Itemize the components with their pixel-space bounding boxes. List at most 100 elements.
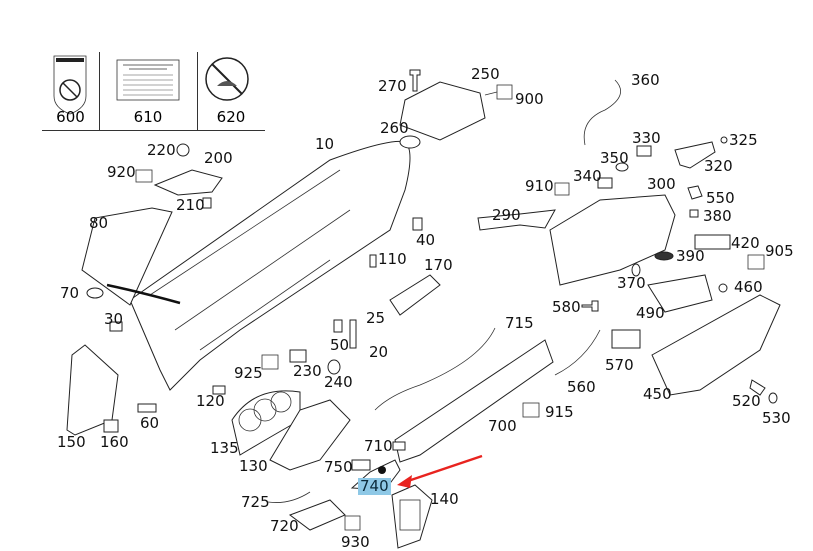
part-325	[720, 136, 728, 144]
highlight-arrow-head	[397, 475, 412, 488]
flag-920	[135, 169, 153, 183]
part-label-350[interactable]: 350	[600, 149, 629, 167]
part-label-40[interactable]: 40	[416, 231, 436, 249]
part-label-720[interactable]: 720	[270, 517, 299, 535]
part-label-210[interactable]: 210	[176, 196, 205, 214]
part-label-140[interactable]: 140	[430, 490, 459, 508]
part-label-135[interactable]: 135	[210, 439, 239, 457]
part-label-700[interactable]: 700	[488, 417, 517, 435]
part-390	[654, 251, 674, 261]
part-label-900[interactable]: 900	[515, 90, 544, 108]
part-label-340[interactable]: 340	[573, 167, 602, 185]
part-370	[631, 263, 641, 277]
part-label-120[interactable]: 120	[196, 392, 225, 410]
highlight-arrow	[404, 454, 483, 484]
part-label-60[interactable]: 60	[140, 414, 160, 432]
part-label-740-highlighted[interactable]: 740	[358, 477, 391, 495]
part-60	[137, 403, 157, 413]
part-label-260[interactable]: 260	[380, 119, 409, 137]
screw-part-110	[369, 254, 377, 268]
part-label-10[interactable]: 10	[315, 135, 335, 153]
part-label-570[interactable]: 570	[605, 356, 634, 374]
part-290	[477, 209, 556, 231]
flag-900	[496, 84, 513, 100]
part-420	[694, 234, 731, 250]
part-720	[288, 499, 346, 531]
part-label-460[interactable]: 460	[734, 278, 763, 296]
part-label-200[interactable]: 200	[204, 149, 233, 167]
sticker-600[interactable]: 600	[42, 52, 100, 130]
sticker-number: 600	[56, 108, 85, 126]
part-label-380[interactable]: 380	[703, 207, 732, 225]
part-label-330[interactable]: 330	[632, 129, 661, 147]
part-label-110[interactable]: 110	[378, 250, 407, 268]
part-label-70[interactable]: 70	[60, 284, 80, 302]
part-560	[554, 329, 601, 376]
part-label-360[interactable]: 360	[631, 71, 660, 89]
display-part-250	[399, 81, 486, 141]
flag-905	[747, 254, 765, 270]
part-150	[66, 344, 119, 436]
part-200	[153, 169, 223, 196]
part-label-715[interactable]: 715	[505, 314, 534, 332]
part-120	[212, 385, 226, 395]
part-label-550[interactable]: 550	[706, 189, 735, 207]
part-label-320[interactable]: 320	[704, 157, 733, 175]
part-label-520[interactable]: 520	[732, 392, 761, 410]
part-label-725[interactable]: 725	[241, 493, 270, 511]
part-label-490[interactable]: 490	[636, 304, 665, 322]
part-label-420[interactable]: 420	[731, 234, 760, 252]
part-240	[327, 359, 341, 375]
part-340	[597, 177, 613, 189]
part-label-170[interactable]: 170	[424, 256, 453, 274]
flag-925	[261, 354, 279, 370]
part-350	[615, 162, 629, 172]
part-label-50[interactable]: 50	[330, 336, 350, 354]
part-label-130[interactable]: 130	[239, 457, 268, 475]
part-label-230[interactable]: 230	[293, 362, 322, 380]
sticker-610[interactable]: 610	[99, 52, 198, 130]
sticker-620[interactable]: 620	[197, 52, 265, 130]
part-580	[581, 300, 599, 312]
part-label-370[interactable]: 370	[617, 274, 646, 292]
part-380	[689, 209, 699, 218]
part-label-290[interactable]: 290	[492, 206, 521, 224]
part-330	[636, 145, 652, 157]
sticker-number: 610	[133, 108, 163, 126]
part-label-750[interactable]: 750	[324, 458, 353, 476]
part-label-250[interactable]: 250	[471, 65, 500, 83]
part-30	[109, 321, 123, 332]
part-label-530[interactable]: 530	[762, 409, 791, 427]
part-label-920[interactable]: 920	[107, 163, 136, 181]
part-label-710[interactable]: 710	[364, 437, 393, 455]
part-label-30[interactable]: 30	[104, 310, 124, 328]
part-170	[389, 274, 441, 316]
part-210	[202, 197, 212, 209]
part-260	[399, 135, 421, 149]
part-label-240[interactable]: 240	[324, 373, 353, 391]
part-label-25[interactable]: 25	[366, 309, 386, 327]
part-label-150[interactable]: 150	[57, 433, 86, 451]
part-label-905[interactable]: 905	[765, 242, 794, 260]
part-label-325[interactable]: 325	[729, 131, 758, 149]
part-label-930[interactable]: 930	[341, 533, 370, 551]
part-label-580[interactable]: 580	[552, 298, 581, 316]
part-label-450[interactable]: 450	[643, 385, 672, 403]
part-label-20[interactable]: 20	[369, 343, 389, 361]
part-50	[333, 319, 343, 333]
part-label-270[interactable]: 270	[378, 77, 407, 95]
part-label-80[interactable]: 80	[89, 214, 109, 232]
actuator-part-320	[674, 141, 716, 169]
part-label-925[interactable]: 925	[234, 364, 263, 382]
flag-915	[522, 402, 540, 418]
part-520	[749, 379, 766, 396]
part-label-220[interactable]: 220	[147, 141, 176, 159]
harness-part-360	[583, 79, 622, 146]
part-label-160[interactable]: 160	[100, 433, 129, 451]
flag-930	[344, 515, 361, 531]
part-label-300[interactable]: 300	[647, 175, 676, 193]
part-label-915[interactable]: 915	[545, 403, 574, 421]
part-label-910[interactable]: 910	[525, 177, 554, 195]
part-label-390[interactable]: 390	[676, 247, 705, 265]
part-label-560[interactable]: 560	[567, 378, 596, 396]
